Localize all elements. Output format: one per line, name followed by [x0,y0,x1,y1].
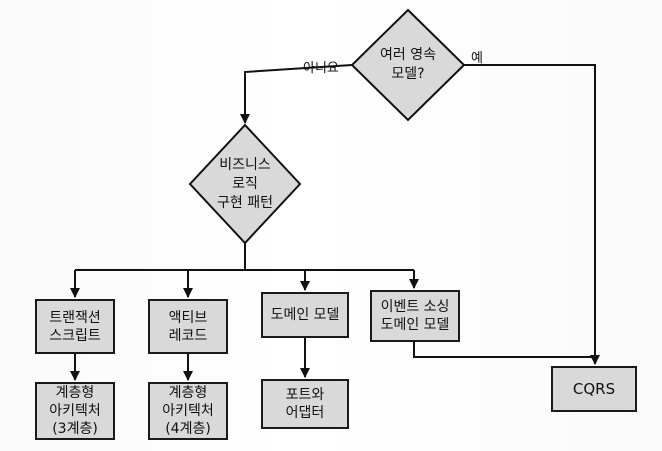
root-decision-diamond [350,8,466,122]
active-record-box: 액티브 레코드 [148,299,228,354]
layered-architecture-4-tier-box: 계층형 아키텍처 (4계층) [148,382,228,440]
cqrs-box: CQRS [551,366,637,412]
yes-branch-connector [464,64,600,365]
event-sourcing-to-cqrs-connector [413,342,595,358]
domain-model-box: 도메인 모델 [261,292,349,338]
logic-decision-text: 비즈니스 로직 구현 패턴 [217,156,273,211]
transaction-script-box: 트랜잭션 스크립트 [35,299,115,354]
event-sourcing-domain-model-box: 이벤트 소싱 도메인 모델 [370,290,460,342]
layered-architecture-3-tier-box: 계층형 아키텍처 (3계층) [35,382,115,440]
ports-and-adapters-box: 포트와 어댑터 [261,379,349,429]
yes-branch-label: 예 [471,51,483,66]
no-branch-label: 아니요 [303,61,339,76]
root-decision-text: 여러 영속 모델? [380,47,436,82]
no-branch-connector [240,64,353,124]
